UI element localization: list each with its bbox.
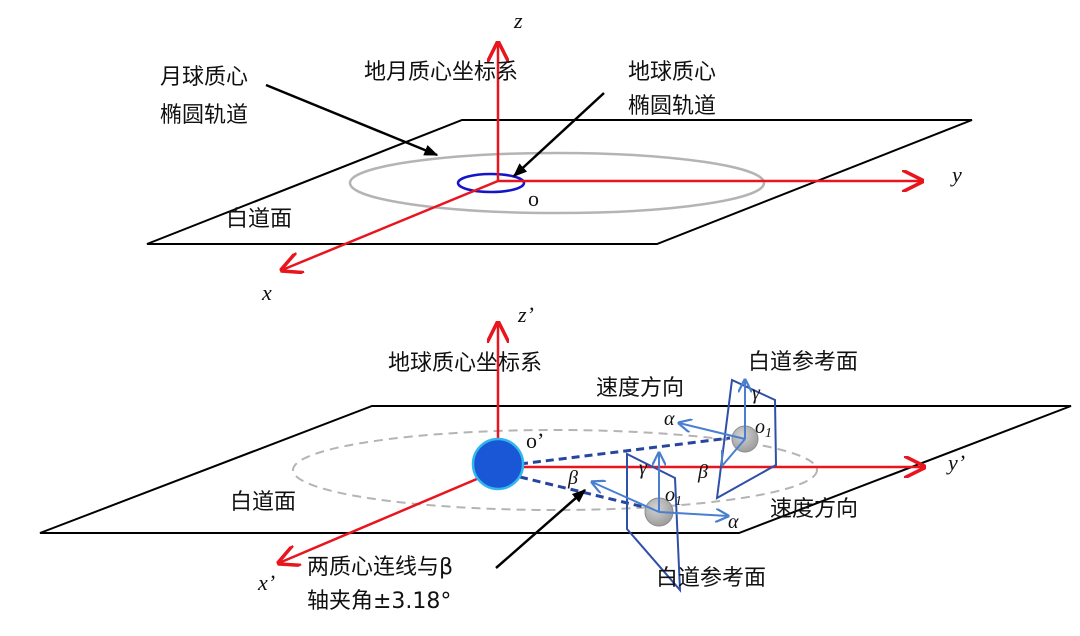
- top-system-label: 地月质心坐标系: [364, 60, 518, 85]
- upper-ref-plane-label: 白道参考面: [748, 350, 858, 375]
- top-plane-label: 白道面: [226, 207, 292, 232]
- bottom-plane: [39, 405, 1072, 534]
- bottom-origin-label: o’: [526, 428, 544, 453]
- earth-centroid-orbit: [456, 172, 526, 194]
- moon-orbit-label-line1: 月球质心: [160, 65, 248, 90]
- bottom-plane-label: 白道面: [230, 490, 296, 515]
- lower-moon-label: o1: [665, 484, 682, 509]
- dashed-link-upper-moon: [519, 436, 731, 466]
- upper-gamma-label: γ: [752, 382, 761, 404]
- upper-alpha-label: α: [664, 408, 675, 430]
- bottom-z-label: z’: [517, 302, 534, 327]
- upper-velocity-label: 速度方向: [596, 376, 684, 401]
- earth-orbit-pointer-arrow: [512, 92, 605, 177]
- top-x-axis: [282, 179, 499, 270]
- angle-note-pointer-arrow: [495, 489, 587, 569]
- top-x-label: x: [261, 280, 272, 305]
- bottom-x-label: x’: [257, 570, 275, 595]
- bottom-y-label: y’: [946, 450, 965, 475]
- lower-alpha-label: α: [728, 511, 739, 533]
- moon-centroid-orbit: [348, 151, 766, 215]
- top-plane: [146, 119, 973, 245]
- earth-orbit-label-line2: 椭圆轨道: [628, 94, 716, 119]
- bottom-x-axis: [279, 468, 499, 563]
- lower-alpha-vector: [658, 512, 728, 516]
- earth-body: [471, 437, 525, 491]
- angle-note-line1: 两质心连线与β: [307, 555, 453, 580]
- upper-alpha-vector: [679, 423, 746, 440]
- lower-beta-label: β: [567, 467, 578, 489]
- top-y-label: y: [950, 162, 962, 187]
- lower-ref-plane-label: 白道参考面: [656, 566, 766, 591]
- upper-beta-label: β: [697, 461, 708, 483]
- bottom-diagram: z’ y’ x’ o’ 地球质心坐标系 白道面 白道参考面 速度方向 速度方向 …: [39, 302, 1072, 614]
- bottom-system-label: 地球质心坐标系: [388, 351, 542, 376]
- top-origin-label: o: [528, 186, 539, 211]
- top-diagram: z y x o 地月质心坐标系 月球质心 椭圆轨道 地球质心 椭圆轨道 白道面: [146, 8, 973, 305]
- top-z-label: z: [513, 8, 523, 33]
- moon-orbit-label-line2: 椭圆轨道: [160, 103, 248, 128]
- earth-orbit-label-line1: 地球质心: [628, 60, 716, 85]
- moon-orbit-dashed: [292, 429, 818, 511]
- upper-beta-vector: [721, 438, 746, 467]
- lower-velocity-label: 速度方向: [770, 497, 858, 522]
- moon-orbit-pointer-arrow: [265, 83, 439, 157]
- upper-moon-label: o1: [755, 416, 772, 441]
- lower-beta-vector: [592, 482, 660, 513]
- lower-gamma-label: γ: [639, 457, 648, 479]
- angle-note-line2: 轴夹角±3.18°: [307, 589, 451, 614]
